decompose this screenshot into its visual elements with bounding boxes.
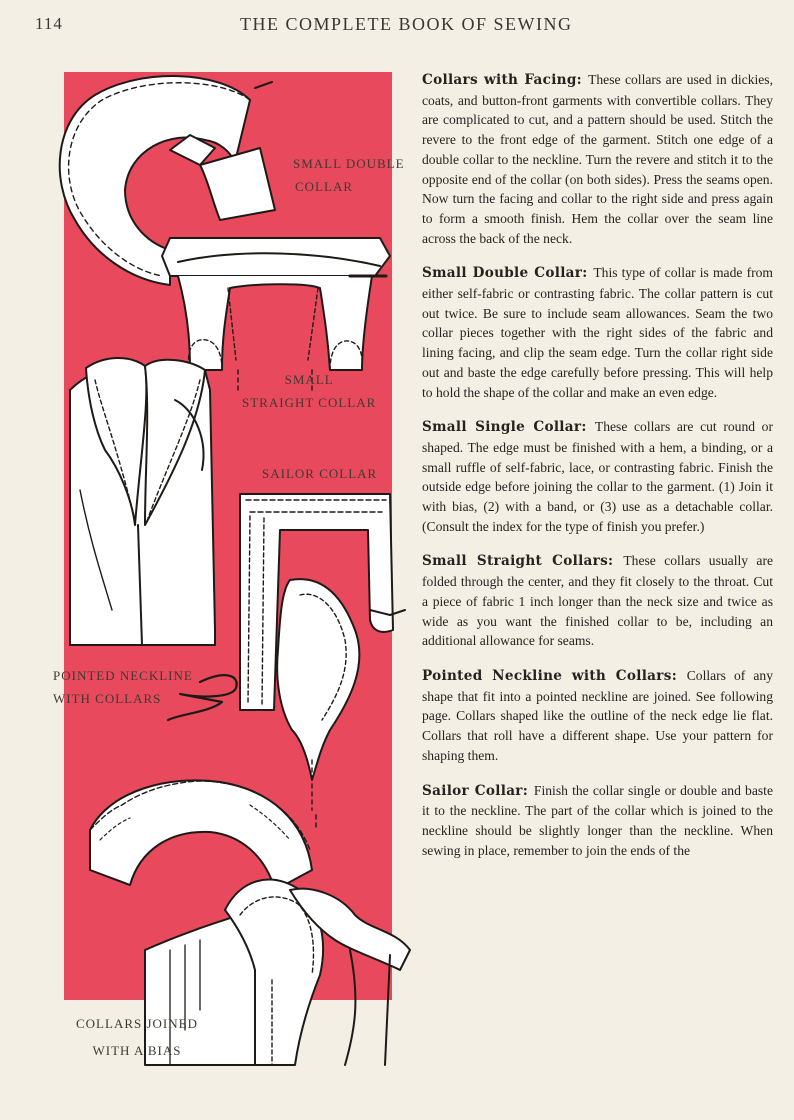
- section-body: Collars of any shape that fit into a poi…: [422, 667, 773, 763]
- caption-line: WITH COLLARS: [53, 691, 162, 706]
- caption-line: POINTED NECKLINE: [53, 668, 193, 683]
- caption-line: SMALL: [284, 372, 334, 387]
- page-number: 114: [35, 14, 63, 33]
- caption-line: STRAIGHT COLLAR: [242, 395, 377, 410]
- collar-illustrations: SMALL DOUBLE COLLAR SMALL STRAIGHT COLLA…: [50, 70, 415, 1070]
- section-heading: Collars with Facing:: [422, 72, 589, 88]
- section-body: This type of collar is made from either …: [422, 265, 773, 400]
- caption-pointed-neckline: POINTED NECKLINE WITH COLLARS: [53, 664, 193, 710]
- running-head: 114 THE COMPLETE BOOK OF SEWING: [0, 8, 794, 38]
- section-body: These collars usually are folded through…: [422, 553, 773, 649]
- caption-collars-joined: COLLARS JOINED WITH A BIAS: [76, 1010, 198, 1064]
- sailor-collar-drawing: [239, 493, 406, 831]
- section-body: These collars are cut round or shaped. T…: [422, 419, 773, 534]
- section-small-double-collar: Small Double Collar: This type of collar…: [422, 263, 773, 402]
- small-straight-collar-drawing: [161, 237, 391, 391]
- section-sailor-collar: Sailor Collar: Finish the collar single …: [422, 781, 773, 861]
- caption-small-straight-collar: SMALL STRAIGHT COLLAR: [242, 368, 376, 414]
- section-small-straight-collars: Small Straight Collars: These collars us…: [422, 551, 773, 651]
- section-heading: Small Straight Collars:: [422, 553, 624, 570]
- caption-line: WITH A BIAS: [92, 1043, 182, 1058]
- small-double-collar-drawing: [58, 75, 276, 286]
- scalloped-collar-drawing: [89, 779, 313, 891]
- section-heading: Small Single Collar:: [422, 419, 595, 436]
- section-heading: Small Double Collar:: [422, 265, 594, 282]
- caption-small-double-collar: SMALL DOUBLE COLLAR: [293, 152, 405, 198]
- section-body: Finish the collar single or double and b…: [422, 782, 773, 858]
- caption-line: COLLAR: [295, 179, 353, 194]
- caption-line: SMALL DOUBLE: [293, 156, 405, 171]
- section-heading: Sailor Collar:: [422, 782, 534, 799]
- section-collars-with-facing: Collars with Facing: These collars are u…: [422, 70, 773, 248]
- section-pointed-neckline: Pointed Neckline with Collars: Collars o…: [422, 666, 773, 766]
- pointed-neckline-drawing: [69, 357, 238, 722]
- section-body: These collars are used in dickies, coats…: [422, 72, 773, 246]
- section-small-single-collar: Small Single Collar: These collars are c…: [422, 417, 773, 536]
- text-column: Collars with Facing: These collars are u…: [422, 70, 773, 875]
- caption-line: COLLARS JOINED: [76, 1016, 198, 1031]
- caption-sailor-collar: SAILOR COLLAR: [262, 466, 378, 481]
- collar-drawings: [58, 75, 411, 1066]
- section-heading: Pointed Neckline with Collars:: [422, 667, 687, 684]
- bias-collar-drawing: [144, 878, 411, 1066]
- book-title: THE COMPLETE BOOK OF SEWING: [240, 14, 573, 34]
